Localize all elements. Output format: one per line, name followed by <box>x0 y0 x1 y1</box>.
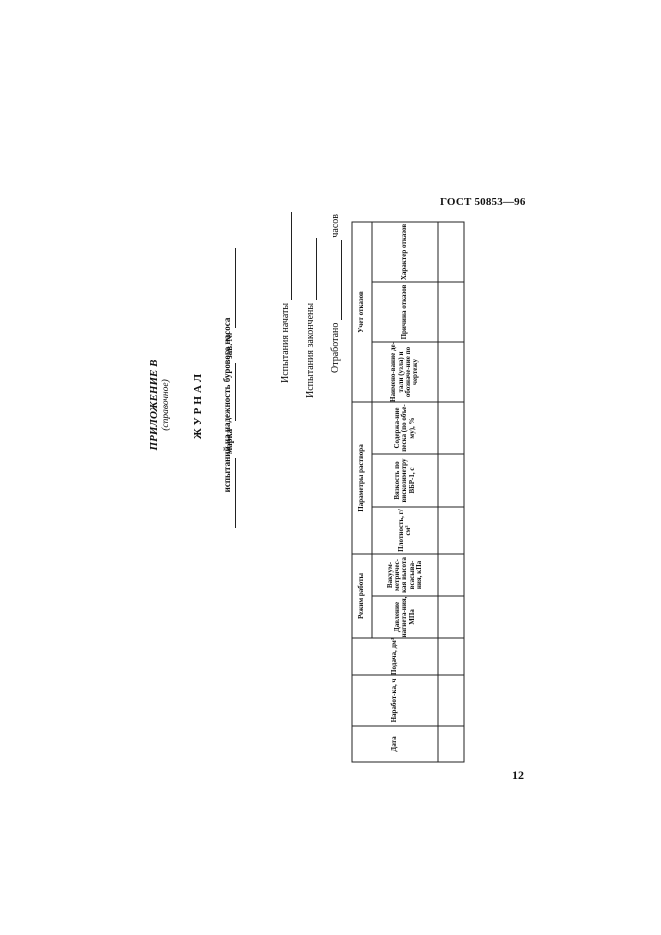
test-ended-line: Испытания закончены <box>305 238 317 398</box>
col-viscosity: Вязкость по вискозиметру ВБР-1, с <box>392 458 416 503</box>
worked-blank[interactable] <box>330 240 342 321</box>
col-sand-content: Содержа-ние песка (по объе-му), % <box>392 404 416 452</box>
col-density: Плотность, г/см³ <box>396 509 412 552</box>
table-grid <box>351 221 465 763</box>
test-started-label: Испытания начаты <box>280 302 291 383</box>
group-mode: Режим работы <box>357 572 366 620</box>
col-suction-height: Вакуум-метричес-кая высота всасыва-ния, … <box>385 557 424 593</box>
marka-label: марка <box>224 428 234 454</box>
col-failure-cause: Причина отказов <box>400 284 409 340</box>
group-fluid: Параметры раствора <box>357 444 366 512</box>
col-part-name: Наимено-вание де-тали (узла) и обозначе-… <box>389 342 420 402</box>
marka-blank[interactable] <box>224 458 236 528</box>
worked-unit: часов <box>330 213 341 238</box>
col-runtime: Наработ-ка, ч <box>390 678 399 723</box>
col-pressure: Давление нагнета-ния, МПа <box>392 596 416 638</box>
test-started-blank[interactable] <box>280 212 292 301</box>
worked-label: Отработано <box>330 322 341 373</box>
marka-row: марка зав. № <box>224 248 248 528</box>
col-date: Дата <box>390 736 399 752</box>
standard-header: ГОСТ 50853—96 <box>440 196 526 208</box>
zav-no-blank[interactable] <box>224 248 236 329</box>
journal-title: ЖУРНАЛ <box>192 370 204 440</box>
zav-no-label: зав. № <box>224 332 234 359</box>
group-failures: Учет отказов <box>357 291 366 333</box>
table-border <box>351 221 465 763</box>
col-failure-type: Характер отказов <box>400 223 409 281</box>
appendix-note: (справочное) <box>161 379 171 431</box>
reliability-journal-table: Режим работы Параметры раствора Учет отк… <box>351 221 465 763</box>
test-ended-label: Испытания закончены <box>305 302 316 398</box>
worked-line: Отработано часов <box>330 214 342 373</box>
test-ended-blank[interactable] <box>305 238 317 301</box>
col-flow: Подача, дм³ <box>390 638 399 675</box>
marka-blank-2[interactable] <box>224 362 236 421</box>
appendix-title: ПРИЛОЖЕНИЕ В <box>148 359 160 451</box>
test-started-line: Испытания начаты <box>280 212 292 383</box>
page-number: 12 <box>512 768 524 782</box>
